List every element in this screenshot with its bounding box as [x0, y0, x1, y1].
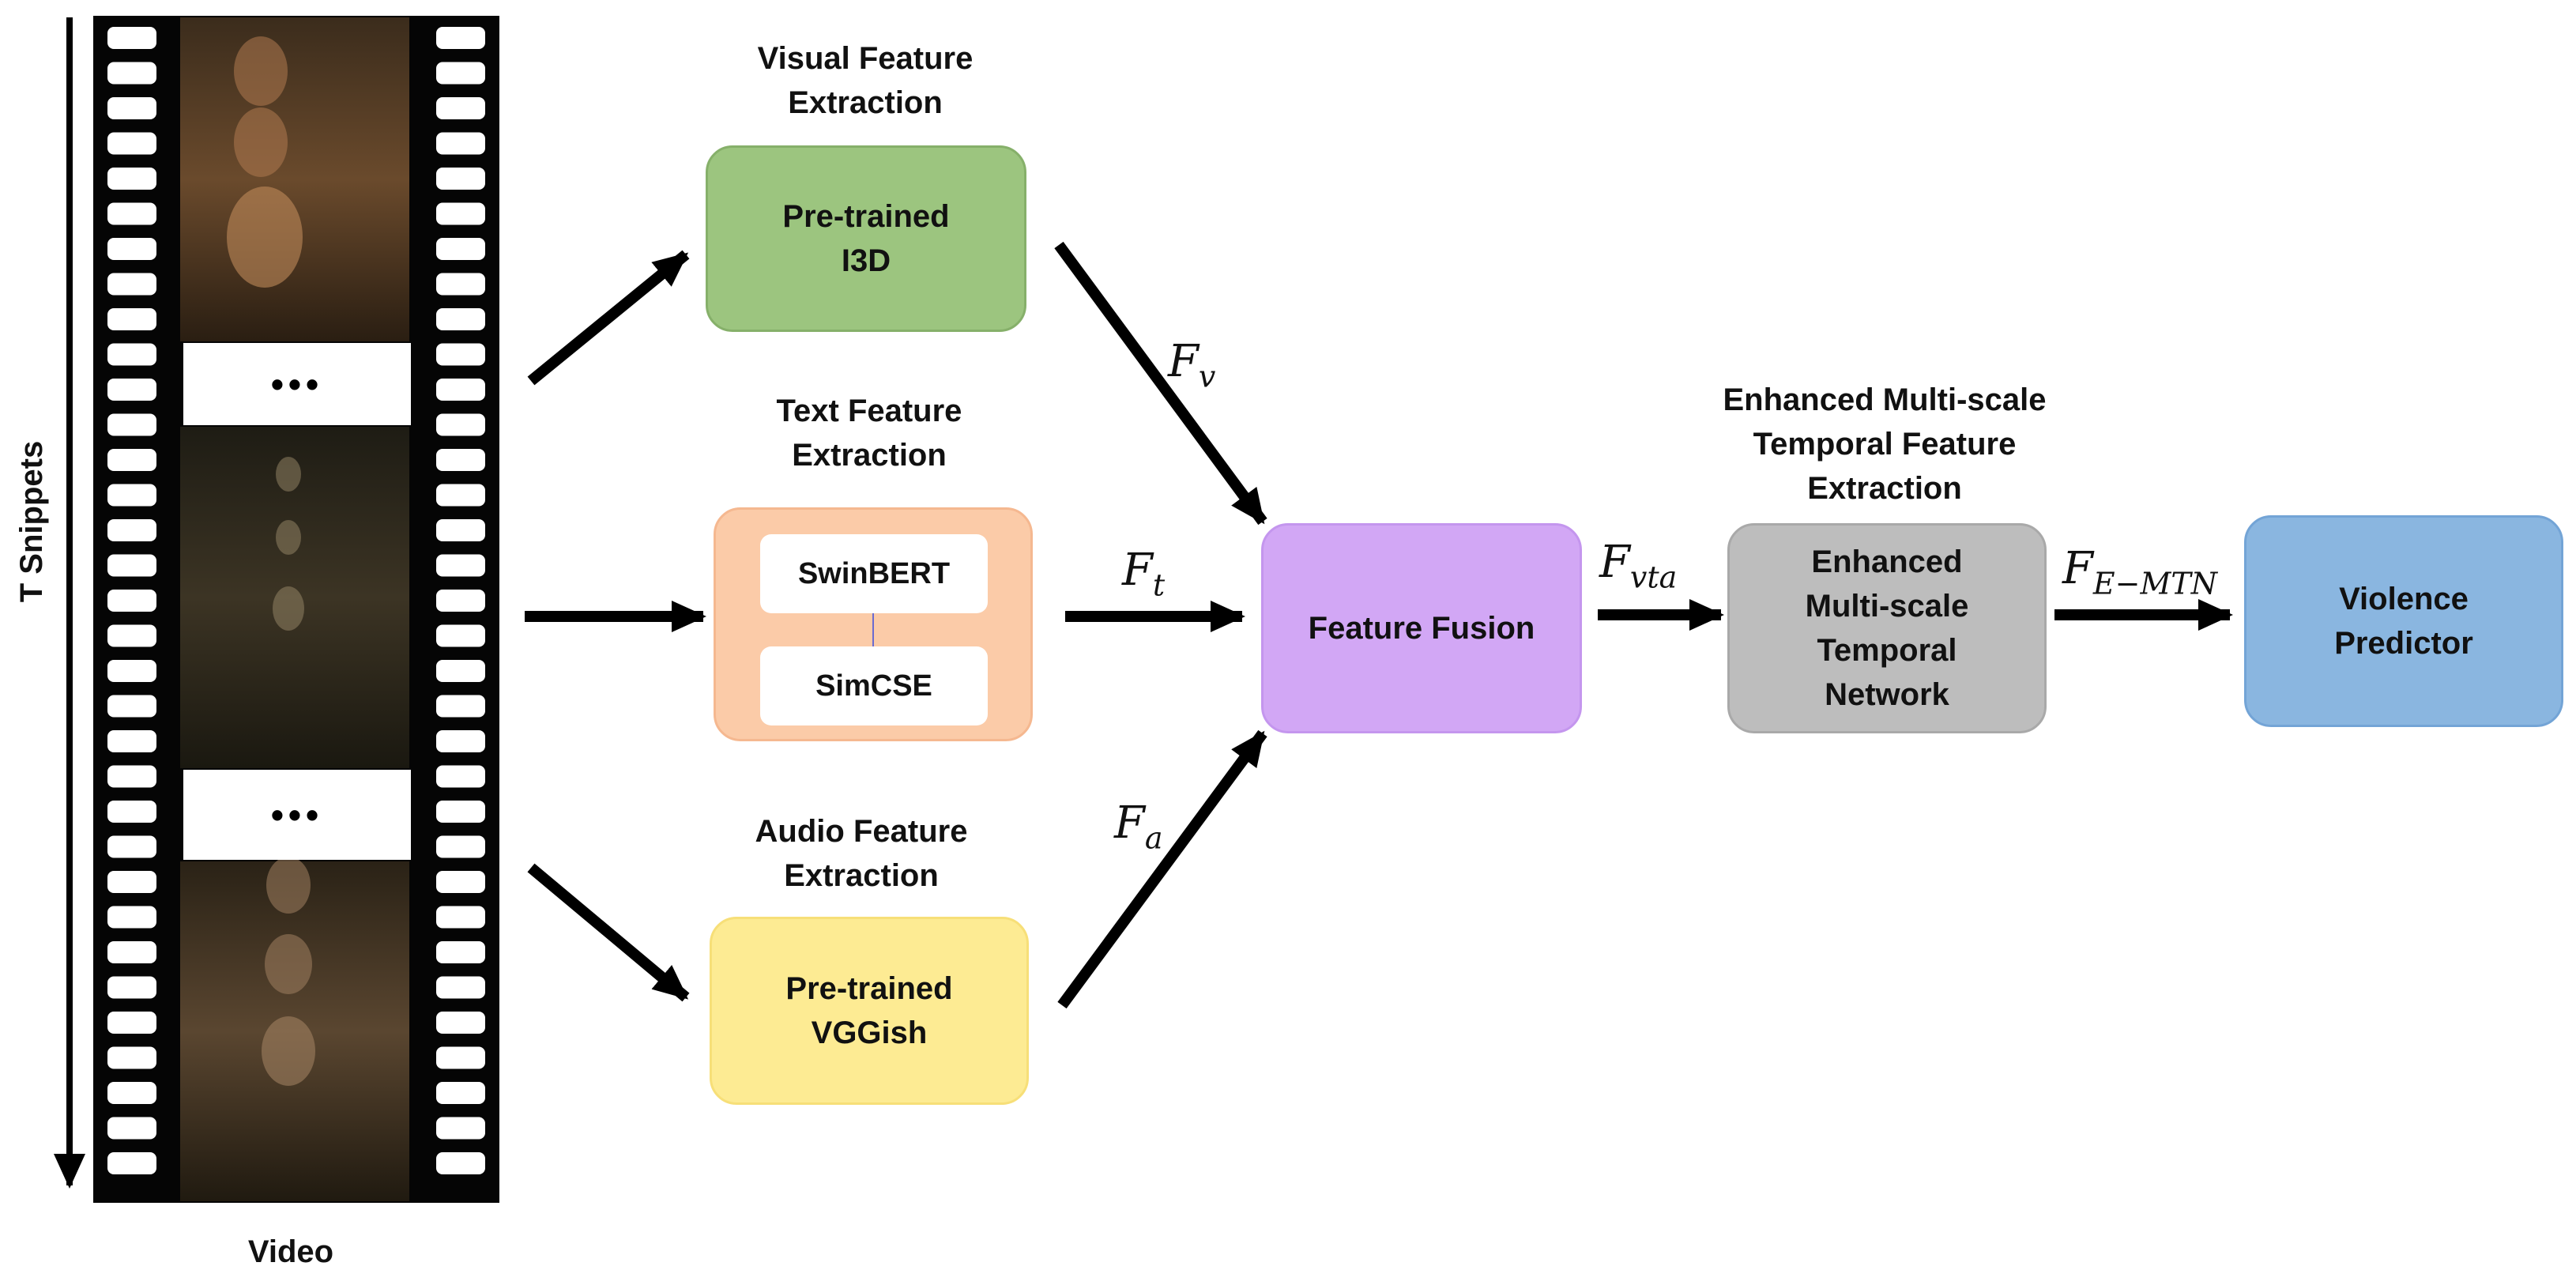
sprocket-hole: [107, 976, 156, 999]
i3d-box: Pre-trained I3D: [706, 145, 1026, 332]
temporal-network-box: Enhanced Multi-scale Temporal Network: [1727, 523, 2047, 733]
ellipsis-bottom: •••: [270, 794, 324, 835]
arrow-visual-to-fusion: [1054, 241, 1267, 526]
sprocket-hole: [107, 660, 156, 682]
sprocket-hole: [107, 1152, 156, 1174]
sprocket-hole: [436, 624, 485, 647]
sprocket-hole: [107, 519, 156, 541]
sprocket-hole: [436, 27, 485, 49]
fv-label: Fv: [1168, 336, 1216, 394]
sprocket-hole: [107, 906, 156, 929]
sprocket-hole: [107, 484, 156, 507]
sprocket-hole: [107, 379, 156, 401]
simcse-box: SimCSE: [760, 646, 988, 725]
sprocket-hole: [107, 941, 156, 963]
sprocket-hole: [436, 1082, 485, 1104]
sprocket-hole: [436, 871, 485, 893]
sprocket-hole: [436, 62, 485, 85]
sprocket-hole: [436, 97, 485, 119]
sprocket-hole: [107, 554, 156, 577]
text-model-connector: [872, 613, 874, 646]
arrow-audio-to-fusion: [1057, 729, 1267, 1009]
sprocket-hole: [436, 379, 485, 401]
sprocket-hole: [107, 1012, 156, 1034]
violence-predictor-box: Violence Predictor: [2244, 515, 2563, 727]
audio-feature-heading: Audio Feature Extraction: [755, 814, 968, 893]
sprocket-hole: [107, 273, 156, 296]
sprocket-hole: [107, 62, 156, 85]
sprocket-hole: [107, 132, 156, 155]
sprocket-hole: [436, 976, 485, 999]
sprocket-hole: [107, 308, 156, 330]
sprocket-hole: [436, 765, 485, 788]
sprocket-hole: [436, 1152, 485, 1174]
sprocket-hole: [107, 27, 156, 49]
sprocket-hole: [107, 449, 156, 471]
ft-label: Ft: [1122, 545, 1166, 603]
film-strip: [93, 16, 499, 1203]
sprocket-hole: [107, 97, 156, 119]
arrow-video-to-visual: [527, 250, 690, 386]
text-feature-heading: Text Feature Extraction: [776, 394, 962, 473]
sprocket-hole: [436, 308, 485, 330]
sprocket-hole: [436, 1012, 485, 1034]
sprocket-hole: [107, 343, 156, 366]
sprocket-hole: [436, 449, 485, 471]
fvta-label: Fvta: [1599, 537, 1678, 595]
sprocket-hole: [436, 238, 485, 260]
sprocket-hole: [436, 695, 485, 718]
ellipsis-top: •••: [270, 364, 324, 405]
vggish-box: Pre-trained VGGish: [710, 917, 1029, 1105]
sprocket-hole: [436, 273, 485, 296]
sprocket-hole: [107, 1046, 156, 1069]
sprocket-hole: [107, 413, 156, 436]
sprocket-hole: [436, 730, 485, 752]
sprocket-hole: [436, 941, 485, 963]
sprocket-hole: [107, 624, 156, 647]
sprocket-hole: [436, 801, 485, 823]
femtn-label: FE−MTN: [2062, 543, 2217, 601]
sprocket-hole: [107, 695, 156, 718]
sprocket-hole: [436, 484, 485, 507]
sprocket-hole: [436, 660, 485, 682]
sprocket-hole: [107, 871, 156, 893]
sprocket-hole: [107, 765, 156, 788]
sprocket-hole: [436, 168, 485, 190]
sprocket-hole: [107, 238, 156, 260]
sprocket-hole: [107, 1117, 156, 1140]
sprocket-hole: [107, 1082, 156, 1104]
video-label: Video: [247, 1234, 334, 1269]
arrow-video-to-audio: [527, 863, 690, 1002]
sprocket-hole: [107, 801, 156, 823]
sprocket-hole: [436, 590, 485, 612]
fa-label: Fa: [1114, 797, 1163, 856]
sprocket-hole: [107, 168, 156, 190]
sprocket-hole: [436, 519, 485, 541]
sprocket-hole: [107, 590, 156, 612]
sprocket-hole: [436, 343, 485, 366]
temporal-feature-heading: Enhanced Multi-scale Temporal Feature Ex…: [1723, 382, 2047, 506]
sprocket-hole: [436, 132, 485, 155]
sprocket-hole: [436, 1117, 485, 1140]
sprocket-hole: [436, 835, 485, 858]
visual-feature-heading: Visual Feature Extraction: [757, 41, 974, 120]
sprocket-hole: [436, 1046, 485, 1069]
sprocket-hole: [107, 730, 156, 752]
sprocket-hole: [107, 202, 156, 225]
sprocket-hole: [107, 835, 156, 858]
sprocket-hole: [436, 906, 485, 929]
feature-fusion-box: Feature Fusion: [1261, 523, 1582, 733]
swinbert-box: SwinBERT: [760, 534, 988, 613]
sprocket-hole: [436, 202, 485, 225]
sprocket-hole: [436, 413, 485, 436]
sprocket-hole: [436, 554, 485, 577]
